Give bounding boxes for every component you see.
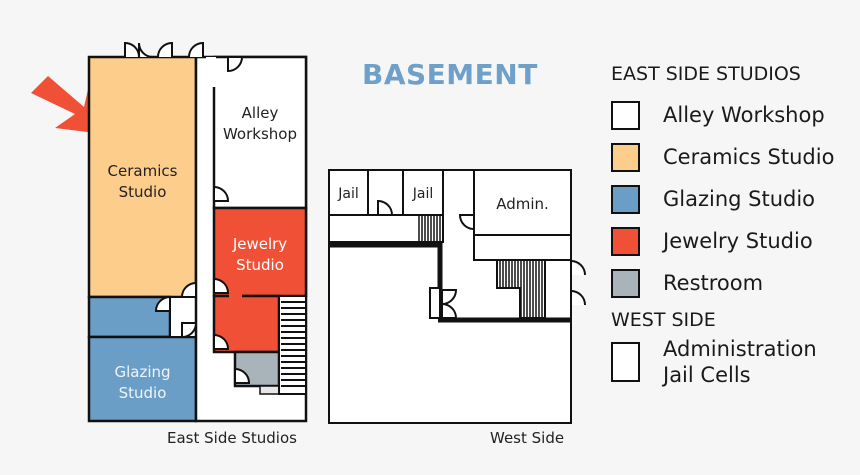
room-alley-workshop[interactable] [212,55,308,210]
label-glazing: Glazing Studio [114,363,171,402]
label-jewelry: Jewelry Studio [232,235,288,274]
legend-item-ceramics-studio: Ceramics Studio [611,136,834,178]
legend-item-restroom: Restroom [611,262,834,304]
pointer-arrow-icon [31,76,104,134]
door-icons-west [377,199,586,319]
label-admin: Admin. [496,195,549,213]
caption-east-side: East Side Studios [167,429,297,447]
label-ceramics: Ceramics Studio [107,162,178,201]
legend-item-glazing-studio: Glazing Studio [611,178,834,220]
legend-item-alley-workshop: Alley Workshop [611,94,834,136]
page-title: BASEMENT [362,58,538,91]
legend-heading-east: EAST SIDE STUDIOS [611,63,801,85]
legend-item-jewelry-studio: Jewelry Studio [611,220,834,262]
legend-item-admin-jail: Administration Jail Cells [611,334,834,390]
room-jail-2[interactable] [402,169,444,216]
room-jewelry-studio[interactable] [212,206,308,298]
door-icons-east [124,41,251,384]
swatch-blue-icon [611,184,640,214]
legend: EAST SIDE STUDIOS Alley Workshop Ceramic… [611,62,834,390]
swatch-gray-icon [611,268,640,298]
room-glazing-studio[interactable] [87,335,198,423]
swatch-white-icon [611,100,640,130]
label-jail-2: Jail [412,186,434,202]
room-glazing-upper[interactable] [87,295,172,339]
label-alley: Alley Workshop [222,104,297,143]
swatch-red-icon [611,226,640,256]
legend-heading-west: WEST SIDE [611,309,716,331]
swatch-orange-icon [611,142,640,172]
label-jail-1: Jail [338,186,359,202]
swatch-white-icon [611,342,640,382]
room-admin[interactable] [473,169,572,236]
caption-west-side: West Side [490,429,565,447]
